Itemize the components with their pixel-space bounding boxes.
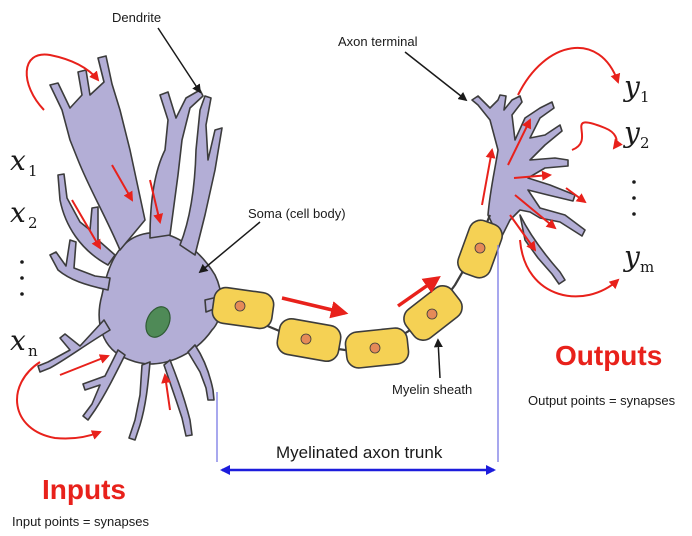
input-variable: x n — [10, 324, 38, 360]
output-curve-top — [518, 48, 618, 95]
myelin-segment — [275, 317, 342, 363]
input-symbol: x — [10, 324, 26, 357]
output-symbol: y — [622, 70, 641, 103]
input-symbol: x — [10, 144, 26, 177]
output-symbol: y — [622, 116, 641, 149]
soma-pointer — [200, 222, 260, 272]
output-variable: y 1 — [622, 70, 650, 106]
myelin-segment — [344, 327, 409, 369]
axon-line — [215, 215, 490, 350]
myelin-sheath-label: Myelin sheath — [392, 382, 472, 397]
soma-label: Soma (cell body) — [248, 206, 346, 221]
dendrite-pointer — [158, 28, 200, 92]
output-curve-mid — [572, 122, 617, 150]
output-variable: y m — [622, 240, 654, 276]
input-subscript: 2 — [28, 214, 38, 232]
axon-terminal-pointer — [405, 52, 466, 100]
input-variable: x 1 — [10, 144, 38, 180]
outputs-heading: Outputs — [555, 340, 662, 371]
input-ellipsis — [20, 260, 24, 296]
output-ellipsis — [632, 180, 636, 216]
soma-shape — [99, 233, 221, 364]
myelin-segment — [399, 281, 467, 345]
output-note: Output points = synapses — [528, 393, 676, 408]
axon-trunk-label: Myelinated axon trunk — [276, 443, 443, 462]
input-symbol: x — [10, 196, 26, 229]
myelin-sheath-segments — [211, 217, 506, 369]
output-subscript: 2 — [640, 134, 650, 152]
output-symbol: y — [622, 240, 641, 273]
input-subscript: n — [28, 342, 38, 360]
dendrite-label: Dendrite — [112, 10, 161, 25]
axon-terminal-label: Axon terminal — [338, 34, 418, 49]
myelin-segment — [211, 286, 275, 330]
output-subscript: m — [640, 258, 654, 276]
inputs-heading: Inputs — [42, 474, 126, 505]
myelin-pointer — [438, 340, 440, 378]
output-variable: y 2 — [622, 116, 650, 152]
input-note: Input points = synapses — [12, 514, 149, 529]
input-curve-bottom — [17, 362, 100, 439]
input-subscript: 1 — [28, 162, 38, 180]
output-subscript: 1 — [640, 88, 650, 106]
input-variable: x 2 — [10, 196, 38, 232]
axon-arrow-1 — [282, 298, 345, 313]
neuron-cell — [38, 56, 222, 440]
